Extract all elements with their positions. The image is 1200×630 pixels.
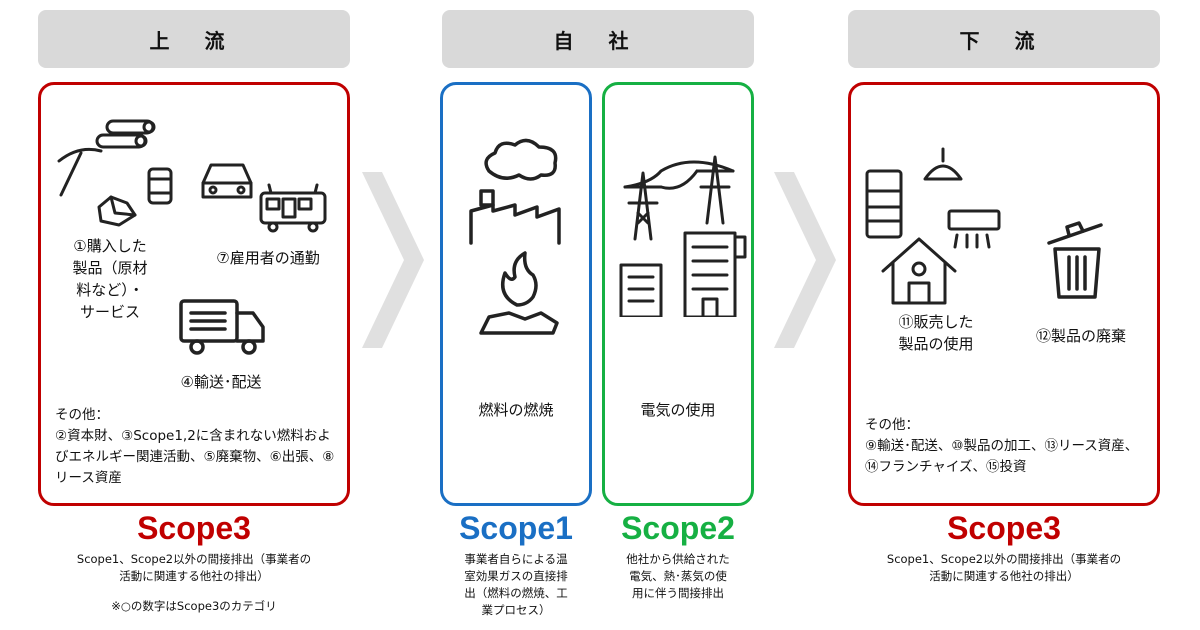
scope3-category-note: ※○の数字はScope3のカテゴリ <box>111 599 277 613</box>
scope1-item: 燃料の燃焼 <box>478 401 554 419</box>
other-title: その他： <box>865 417 919 433</box>
upstream-box: ①購入した 製品（原材 料など）・ サービス ⑦雇用者の通勤 ④輸送･配送 その… <box>38 82 350 506</box>
home-appliances-icon <box>865 147 1001 305</box>
scope1-box: 燃料の燃焼 <box>440 82 592 506</box>
downstream-box: ⑪販売した 製品の使用 ⑫製品の廃棄 その他： ⑨輸送･配送、⑩製品の加工、⑬リ… <box>848 82 1160 506</box>
raw-materials-icon <box>57 119 173 227</box>
item-commute: ⑦雇用者の通勤 <box>216 249 320 267</box>
other-categories: ⑨輸送･配送、⑩製品の加工、⑬リース資産、⑭フランチャイズ、⑮投資 <box>865 438 1139 475</box>
item-transport: ④輸送･配送 <box>180 373 262 391</box>
scope2-desc: 他社から供給された 電気、熱･蒸気の使 用に伴う間接排出 <box>626 552 730 600</box>
scope1-title: Scope1 <box>459 510 573 546</box>
scope1-desc: 事業者自らによる温 室効果ガスの直接排 出（燃料の燃焼、工 業プロセス） <box>464 552 568 617</box>
scope2-box: 電気の使用 <box>602 82 754 506</box>
scope2-title: Scope2 <box>621 510 735 546</box>
arrow-right-icon <box>774 172 836 348</box>
other-title: その他： <box>55 407 109 423</box>
arrow-right-icon <box>362 172 424 348</box>
scope3-upstream-desc: Scope1、Scope2以外の間接排出（事業者の 活動に関連する他社の排出） <box>76 552 312 583</box>
scope3-upstream-title: Scope3 <box>137 510 251 546</box>
commute-icon <box>201 163 327 233</box>
trash-can-icon <box>1047 221 1103 299</box>
item-purchased-goods: ①購入した 製品（原材 料など）・ サービス <box>72 237 148 321</box>
header-company: 自 社 <box>442 10 754 68</box>
scope3-downstream-title: Scope3 <box>947 510 1061 546</box>
item-product-use: ⑪販売した 製品の使用 <box>898 313 974 353</box>
other-categories: ②資本財、③Scope1,2に含まれない燃料およびエネルギー関連活動、⑤廃棄物、… <box>55 428 335 486</box>
header-downstream: 下 流 <box>848 10 1160 68</box>
scope2-item: 電気の使用 <box>640 401 716 419</box>
power-tower-building-icon <box>619 155 747 317</box>
item-disposal: ⑫製品の廃棄 <box>1035 327 1126 345</box>
header-upstream: 上 流 <box>38 10 350 68</box>
truck-icon <box>179 299 265 355</box>
scope3-downstream-desc: Scope1、Scope2以外の間接排出（事業者の 活動に関連する他社の排出） <box>886 552 1122 583</box>
factory-fire-icon <box>469 138 561 335</box>
